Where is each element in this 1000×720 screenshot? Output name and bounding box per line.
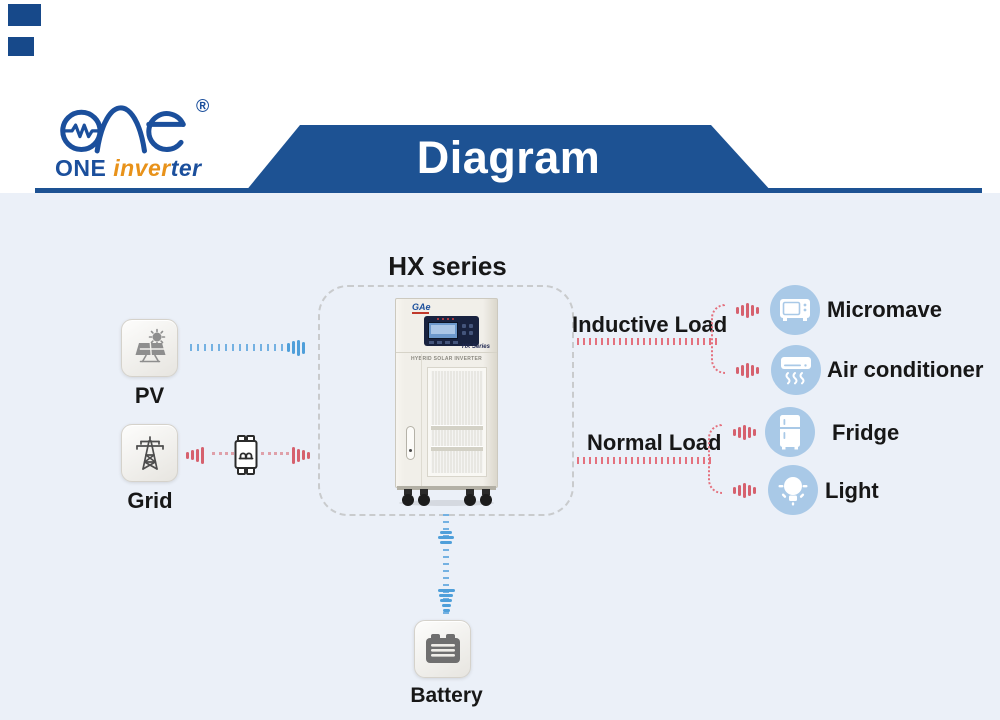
grid-flow-dots	[261, 452, 289, 455]
grid-flow-burst	[292, 446, 310, 464]
normal-branch-curve	[708, 424, 722, 494]
brand-inver: inver	[113, 155, 171, 181]
corner-decoration	[8, 37, 34, 56]
fridge-circle	[765, 407, 815, 457]
microwave-label: Micromave	[827, 297, 942, 322]
cabinet-brand-bar	[412, 312, 429, 314]
lcd-screen	[428, 322, 458, 339]
light-label: Light	[825, 478, 879, 503]
corner-decoration	[8, 4, 41, 26]
air-conditioner-circle	[771, 345, 821, 395]
battery-label: Battery	[410, 684, 483, 707]
grid-label: Grid	[127, 488, 173, 513]
pv-flow-burst	[287, 339, 305, 356]
cabinet-divider	[396, 352, 497, 353]
air-conditioner-label: Air conditioner	[827, 357, 984, 382]
breaker-icon	[234, 435, 258, 475]
vent-shelf	[431, 425, 483, 430]
panel-buttons	[462, 324, 473, 335]
cabinet-brand: GAe	[412, 302, 431, 312]
led-indicators	[437, 318, 454, 320]
page-banner: Diagram	[245, 125, 772, 192]
door-vent-window	[427, 367, 487, 477]
normal-flow-line	[577, 457, 715, 464]
pv-label: PV	[134, 383, 165, 408]
solar-panel-icon	[135, 328, 165, 363]
caster-wheel	[417, 489, 431, 506]
normal-load-label: Normal Load	[587, 430, 722, 455]
brand-ter: ter	[170, 155, 202, 181]
grid-card	[121, 424, 178, 482]
light-circle	[768, 465, 818, 515]
panel-button-row	[429, 341, 458, 344]
inductive-burst-top	[736, 302, 759, 318]
air-conditioner-icon	[781, 356, 811, 384]
caster-wheel	[401, 489, 415, 506]
caster-wheel	[463, 489, 477, 506]
vent-shelf	[431, 446, 483, 451]
brand-logo-icon	[60, 105, 186, 154]
power-tower-icon	[135, 436, 164, 470]
brand-one: ONE	[55, 155, 114, 181]
cabinet-base	[397, 486, 496, 490]
cabinet-series-label: HX Series	[461, 344, 490, 350]
battery-burst-top	[437, 531, 455, 544]
grid-flow-burst	[186, 446, 204, 464]
caster-wheel	[479, 489, 493, 506]
cabinet-shadow	[399, 500, 494, 506]
page-title: Diagram	[416, 131, 601, 183]
cabinet-control-panel	[424, 316, 479, 346]
cabinet-subtitle: HYBRID SOLAR INVERTER	[410, 356, 483, 362]
brand-wordmark: ONE inverter	[55, 155, 202, 182]
diagram-title: HX series	[388, 251, 507, 281]
inductive-branch-curve	[711, 304, 725, 374]
battery-burst-bottom	[437, 589, 455, 612]
pv-flow-line	[190, 344, 285, 351]
normal-burst-bottom	[733, 482, 756, 498]
light-bulb-icon	[778, 477, 808, 506]
battery-icon	[425, 634, 460, 663]
microwave-icon	[780, 299, 810, 321]
fridge-label: Fridge	[832, 420, 900, 445]
inductive-load-label: Inductive Load	[572, 312, 728, 337]
door-seam	[421, 354, 422, 486]
door-handle	[406, 426, 415, 460]
header-underline	[35, 188, 982, 193]
battery-flow-line	[443, 514, 449, 618]
grid-flow-dots	[212, 452, 234, 455]
registered-mark: ®	[196, 96, 210, 116]
battery-card	[414, 620, 471, 678]
inductive-flow-line	[577, 338, 717, 345]
microwave-circle	[770, 285, 820, 335]
normal-burst-top	[733, 424, 756, 440]
inverter-cabinet: GAe HX Series HYBRID SOLAR INVERTER	[395, 298, 498, 508]
inductive-burst-bottom	[736, 362, 759, 378]
fridge-icon	[780, 415, 800, 450]
pv-card	[121, 319, 178, 377]
